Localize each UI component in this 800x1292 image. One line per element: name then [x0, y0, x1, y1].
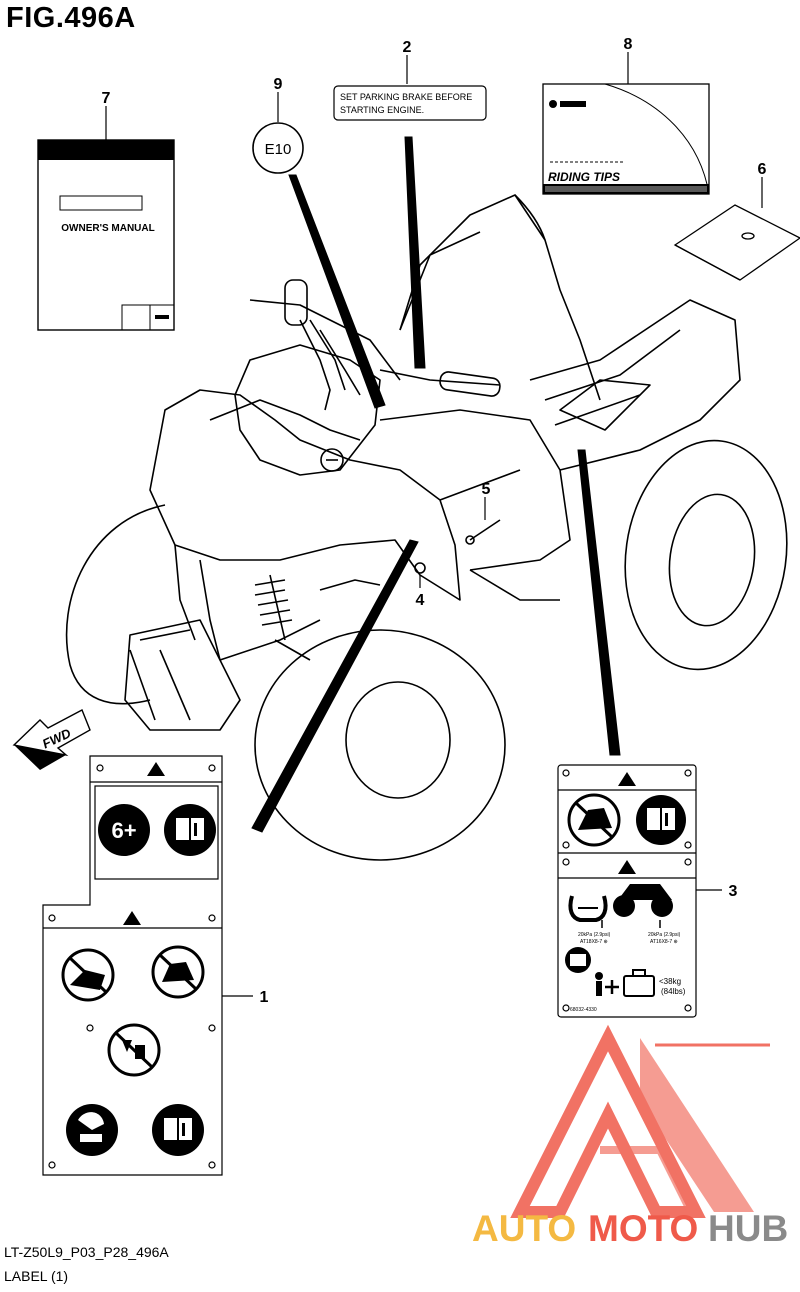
watermark-text: AUTO MOTO HUB [472, 1208, 788, 1249]
callout-5: 5 [482, 481, 491, 498]
warning-triangle-icon [618, 772, 636, 786]
callout-1: 1 [260, 989, 269, 1006]
no-rider-passenger-icon [151, 945, 205, 999]
callout-8: 8 [624, 36, 633, 53]
pressure-front-line1: 20kPa (2.9psi) [578, 932, 611, 938]
callout-4: 4 [416, 592, 425, 609]
watermark-auto: AUTO [472, 1208, 576, 1249]
watermark-logo [510, 1024, 770, 1218]
callout-7: 7 [102, 90, 111, 107]
e10-label-shape [252, 122, 304, 174]
pressure-rear-line2: AT16X8-7 ⊕ [650, 939, 678, 945]
tool-bag [673, 204, 800, 281]
callout-3: 3 [729, 883, 738, 900]
no-passenger-road-icon [61, 948, 115, 1002]
watermark-moto: MOTO [588, 1208, 698, 1249]
riding-tips-title: RIDING TIPS [548, 170, 620, 184]
weight-limit-icon [595, 969, 655, 997]
fwd-arrow [12, 709, 91, 770]
parking-brake-text-line2: STARTING ENGINE. [340, 105, 424, 115]
figure-code: LT-Z50L9_P03_P28_496A [4, 1244, 169, 1260]
read-manual-icon [565, 947, 591, 973]
watermark-hub: HUB [708, 1208, 788, 1249]
read-manual-icon [636, 795, 686, 845]
e10-label-text: E10 [265, 141, 292, 158]
age-limit-label: 6+ [111, 818, 136, 843]
no-passenger-icon [567, 793, 621, 847]
protective-gear-icon [66, 1104, 118, 1156]
weight-line1: <38kg [659, 977, 681, 986]
label-part-number: 68032-4330 [570, 1007, 597, 1013]
pressure-rear-line1: 20kPa (2.9psi) [648, 932, 681, 938]
atv-icon [601, 884, 673, 928]
warning-triangle-icon [618, 860, 636, 874]
weight-line2: (84lbs) [661, 987, 686, 996]
callout-9: 9 [274, 76, 283, 93]
warning-triangle-icon [123, 911, 141, 925]
parking-brake-label-shape [333, 85, 487, 121]
callout-2: 2 [403, 39, 412, 56]
read-manual-icon [164, 804, 216, 856]
no-alcohol-icon [107, 1023, 161, 1077]
leader-lines [105, 52, 763, 997]
owners-manual-illustration [37, 139, 175, 331]
figure-title: FIG.496A [6, 2, 136, 34]
pressure-front-line2: AT18X8-7 ⊕ [580, 939, 608, 945]
riding-tips-booklet [542, 83, 710, 195]
owners-manual-title: OWNER'S MANUAL [61, 223, 154, 234]
tire-pressure-icon [568, 895, 608, 922]
read-manual-icon [152, 1104, 204, 1156]
age-limit-icon [98, 804, 150, 856]
parking-brake-text-line1: SET PARKING BRAKE BEFORE [340, 92, 472, 102]
figure-caption: LABEL (1) [4, 1268, 69, 1284]
atv-outline [65, 194, 788, 861]
callout-6: 6 [758, 161, 767, 178]
warning-triangle-icon [147, 762, 165, 776]
